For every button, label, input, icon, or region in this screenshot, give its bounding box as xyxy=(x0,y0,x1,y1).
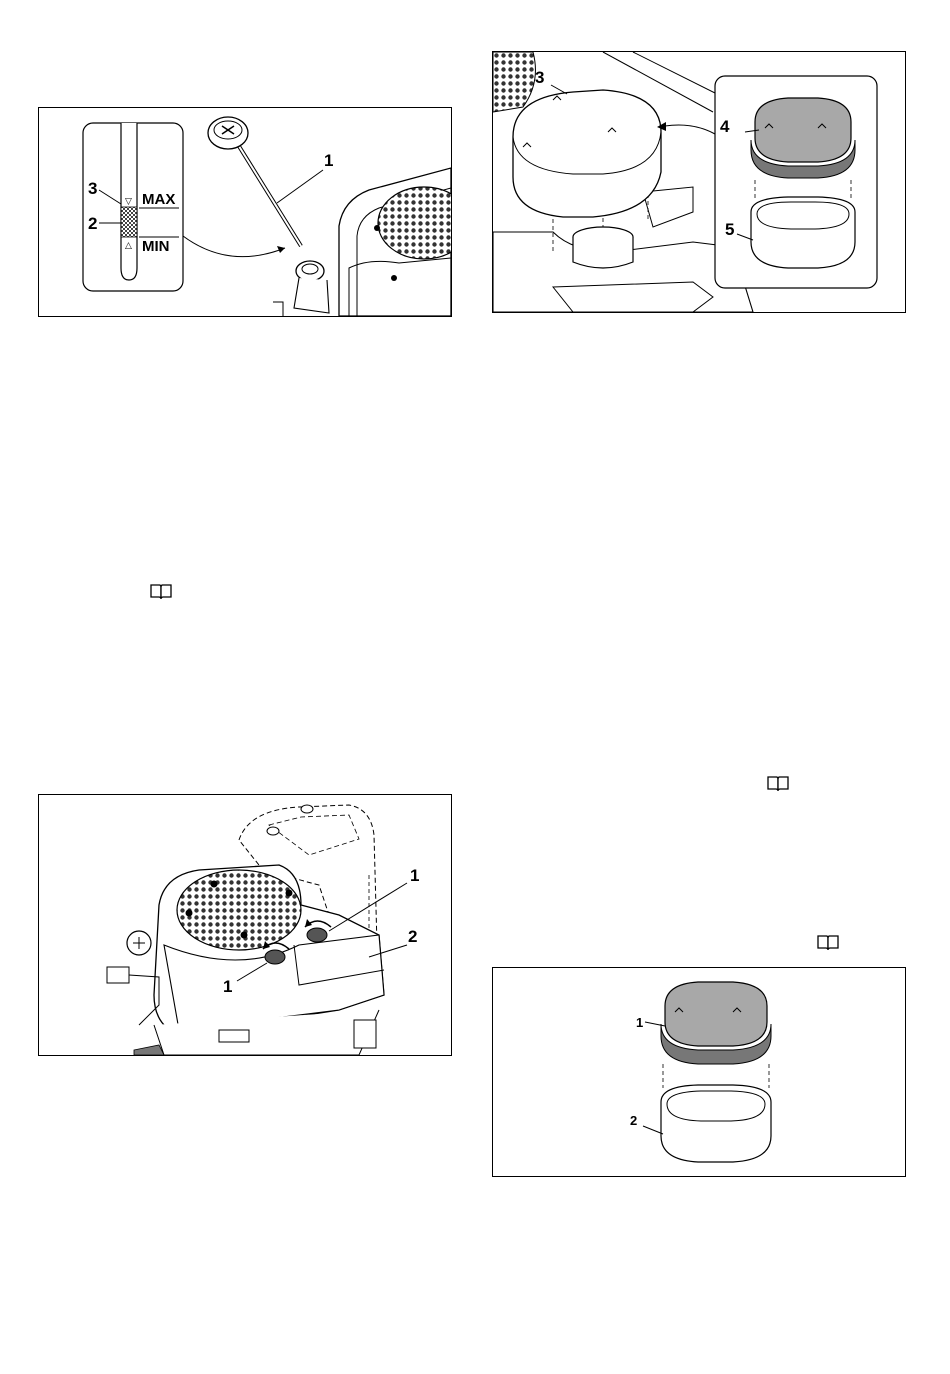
figure-filter-elements: 1 2 xyxy=(492,967,906,1177)
filter-elements-illustration xyxy=(493,968,905,1176)
callout-max-marker: 3 xyxy=(88,180,97,197)
callout-dipstick: 1 xyxy=(324,152,333,169)
dipstick-illustration: ▽ △ xyxy=(39,108,451,316)
book-icon xyxy=(767,775,789,791)
callout-housing-cover: 3 xyxy=(535,69,544,86)
callout-knob-left: 1 xyxy=(223,978,232,995)
gauge-max-label: MAX xyxy=(142,192,175,207)
figure-dipstick: ▽ △ 1 3 2 MAX MIN xyxy=(38,107,452,317)
callout-filter-element: 4 xyxy=(720,118,729,135)
engine-cover-illustration xyxy=(39,795,451,1055)
gauge-min-label: MIN xyxy=(142,239,170,254)
air-filter-housing-illustration xyxy=(493,52,905,312)
callout-level-zone: 2 xyxy=(88,215,97,232)
book-icon xyxy=(817,934,839,950)
svg-text:▽: ▽ xyxy=(125,197,132,207)
callout-cover: 2 xyxy=(408,928,417,945)
figure-air-filter-housing: 3 4 5 xyxy=(492,51,906,313)
callout-filter-element: 1 xyxy=(636,1016,643,1029)
callout-pre-filter: 2 xyxy=(630,1114,637,1127)
figure-engine-cover: 1 2 1 xyxy=(38,794,452,1056)
book-icon xyxy=(150,583,172,599)
callout-knob-right: 1 xyxy=(410,867,419,884)
svg-text:△: △ xyxy=(125,241,132,251)
callout-pre-filter: 5 xyxy=(725,221,734,238)
